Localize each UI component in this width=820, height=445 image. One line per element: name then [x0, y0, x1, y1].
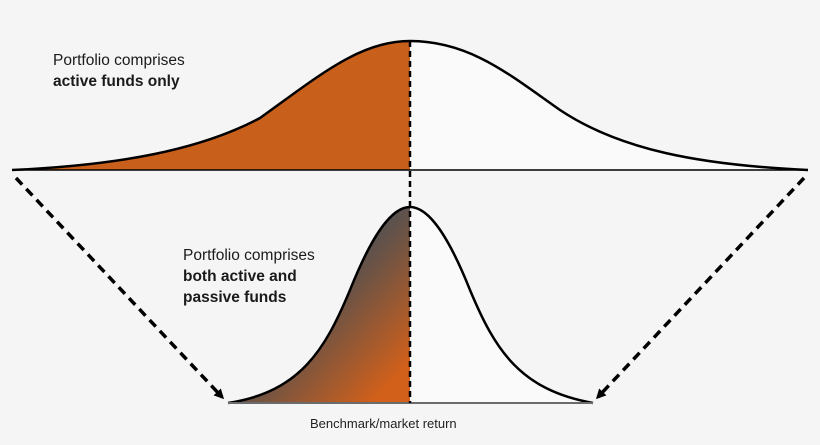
top-label-line1: Portfolio comprises — [53, 52, 185, 69]
bottom-label-line1: Portfolio comprises — [183, 247, 315, 264]
bottom-curve-right-fill — [410, 207, 593, 403]
top-curve-left-fill — [12, 41, 410, 170]
top-curve-right-fill — [410, 41, 808, 170]
left-dashed-arrow — [14, 176, 225, 400]
top-label-line2: active funds only — [53, 73, 180, 90]
bottom-label-line3: passive funds — [183, 289, 287, 306]
bottom-curve-left-fill — [228, 207, 410, 403]
right-dashed-arrow — [595, 176, 806, 400]
bottom-distribution-label: Portfolio comprises both active and pass… — [183, 245, 315, 308]
top-distribution-label: Portfolio comprises active funds only — [53, 50, 185, 92]
benchmark-axis-label: Benchmark/market return — [310, 416, 457, 431]
bottom-label-line2: both active and — [183, 268, 297, 285]
